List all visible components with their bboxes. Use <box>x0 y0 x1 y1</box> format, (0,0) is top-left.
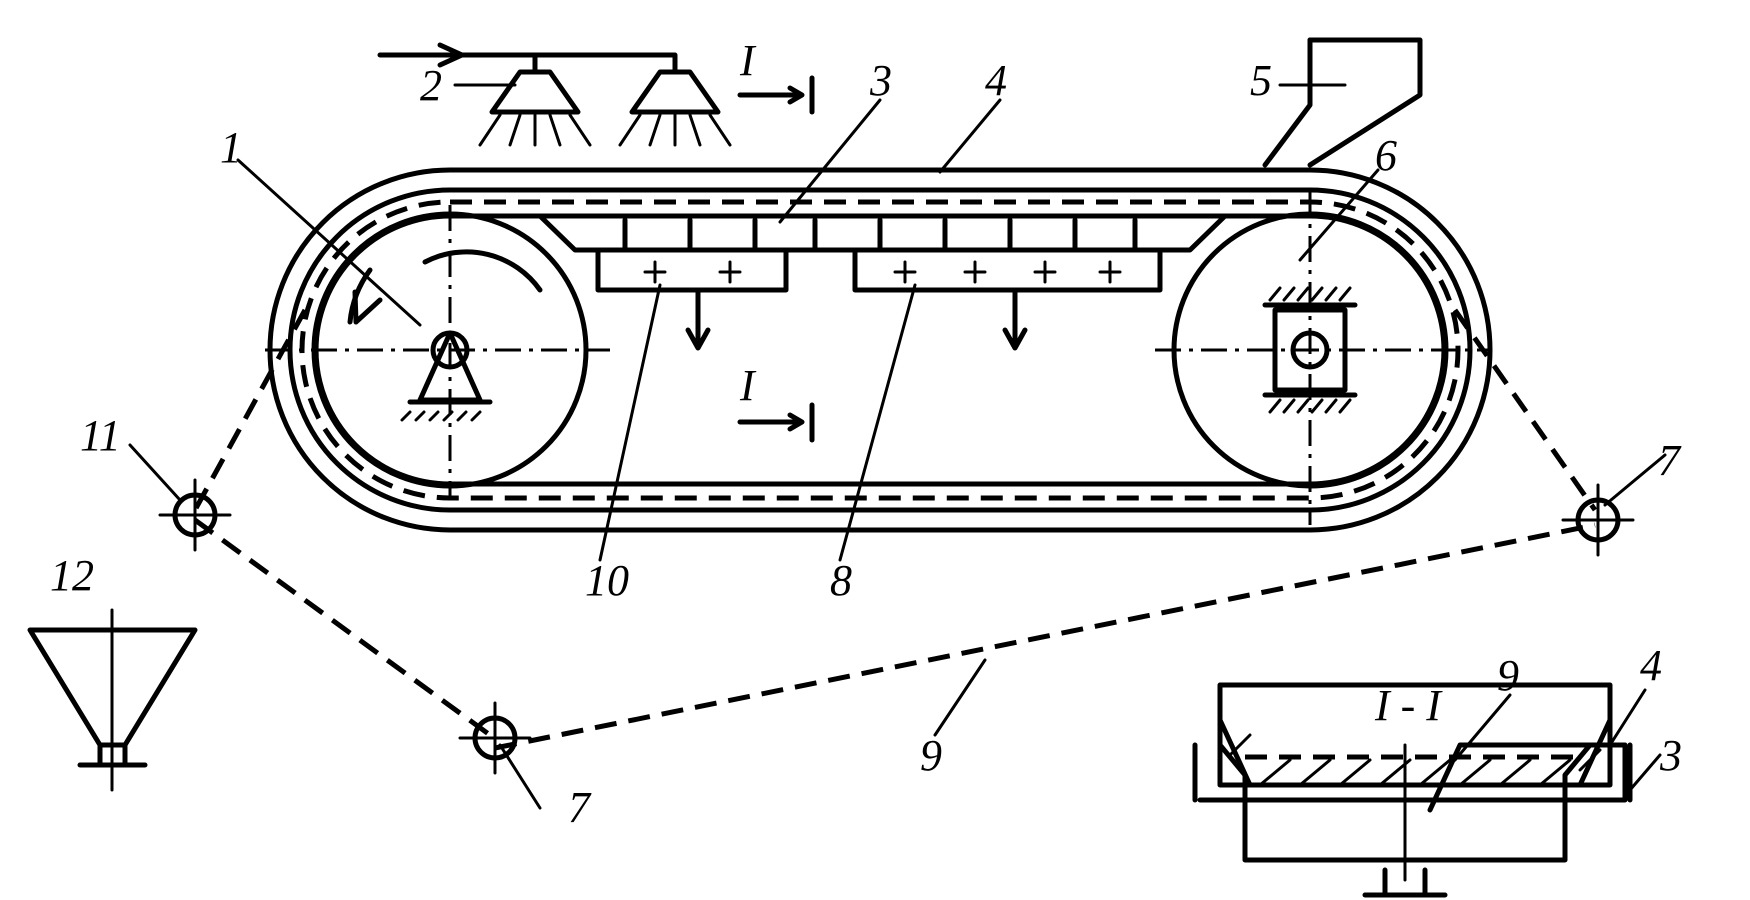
label-8: 8 <box>830 556 852 605</box>
label-3: 3 <box>869 56 892 105</box>
label-1: 1 <box>220 123 242 172</box>
label-9: 9 <box>920 731 942 780</box>
vacuum-chambers <box>595 247 1163 351</box>
label-7-right: 7 <box>1658 436 1682 485</box>
section-arrow-top: I <box>739 36 757 85</box>
label-5: 5 <box>1250 56 1272 105</box>
section-arrows <box>737 75 815 443</box>
tension-drum <box>1155 190 1490 525</box>
section-arrow-middle: I <box>739 361 757 410</box>
drive-drum <box>265 205 610 500</box>
rollers <box>158 478 1635 775</box>
hopper <box>1262 37 1423 168</box>
filter-cloth-path <box>192 199 1598 751</box>
collector <box>27 608 198 792</box>
label-3-section: 3 <box>1659 731 1682 780</box>
label-2: 2 <box>420 61 442 110</box>
label-4: 4 <box>985 56 1007 105</box>
leader-lines <box>128 83 1667 810</box>
section-view <box>1192 682 1633 898</box>
labels: 1 2 3 4 5 6 7 7 8 9 9 10 11 12 4 3 I I I… <box>50 36 1682 832</box>
spray-nozzles <box>377 42 732 147</box>
label-7-bottom: 7 <box>568 783 592 832</box>
label-9-section: 9 <box>1497 651 1519 700</box>
label-10: 10 <box>585 556 629 605</box>
label-12: 12 <box>50 551 94 600</box>
label-11: 11 <box>80 411 121 460</box>
section-title: I - I <box>1374 681 1443 730</box>
label-6: 6 <box>1375 131 1397 180</box>
label-4-section: 4 <box>1640 641 1662 690</box>
cell-trough <box>537 213 1228 253</box>
